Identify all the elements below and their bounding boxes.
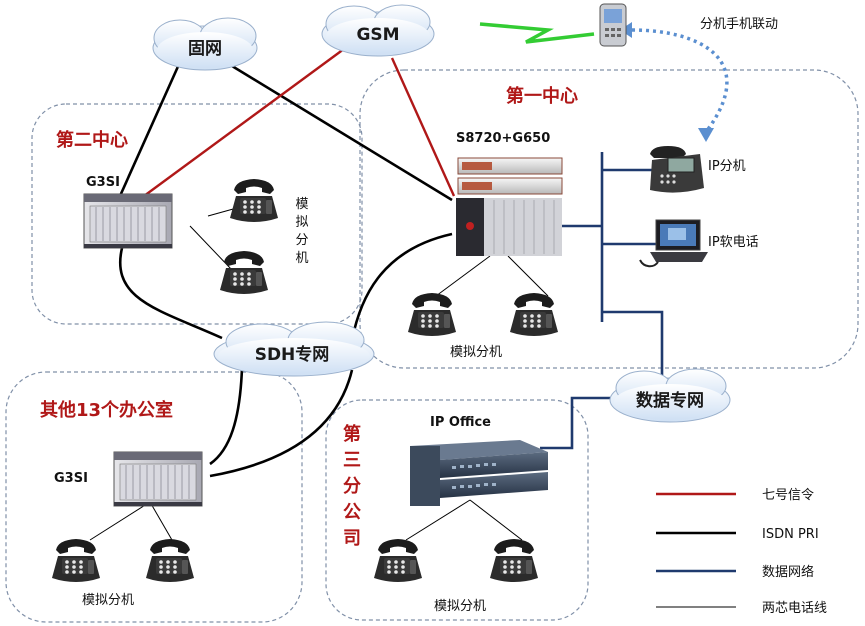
analog-phone-icon: [52, 539, 100, 582]
legend-label-phone-line: 两芯电话线: [762, 601, 827, 616]
isdn-sdh-office2: [209, 369, 354, 478]
region-center1-title: 第一中心: [506, 85, 578, 107]
data-datanet-ipoffice: [540, 396, 616, 450]
isdn-fixed-center1: [231, 64, 453, 202]
legend-label-data: 数据网络: [762, 564, 814, 580]
analog-phone-icon: [408, 293, 456, 336]
cloud-fixed-network: 固网: [152, 17, 258, 71]
legend-label-isdn: ISDN PRI: [762, 527, 819, 542]
pbx-cabinet-icon: [113, 451, 203, 507]
analog-phone-icon: [220, 251, 268, 294]
region-offices-title: 其他13个办公室: [40, 399, 173, 421]
svg-text:分: 分: [343, 476, 361, 497]
isdn-fixed-center2: [118, 61, 182, 197]
center1-switch-label: S8720+G650: [456, 131, 550, 146]
analog-phone-icon: [146, 539, 194, 582]
region-offices: [5, 371, 303, 623]
pbx-cabinet-icon: [83, 193, 173, 249]
ip-phone-label: IP分机: [708, 159, 746, 174]
center2-g3si-label: G3SI: [86, 175, 120, 190]
region-branch3: [325, 399, 589, 621]
media-gateway-icon: [456, 198, 562, 256]
laptop-icon: [639, 219, 708, 268]
analog-center2-label: 模 拟 分 机: [295, 197, 308, 266]
analog-branch-label: 模拟分机: [434, 599, 486, 614]
cloud-gsm-label: GSM: [356, 25, 399, 45]
cloud-data-network: 数据专网: [609, 368, 731, 423]
cloud-sdh-label: SDH专网: [255, 344, 330, 365]
signaling7-links: [143, 45, 456, 197]
cloud-sdh: SDH专网: [213, 321, 375, 377]
cloud-data-network-label: 数据专网: [636, 390, 704, 411]
wireless-signal: [479, 22, 595, 44]
cloud-fixed-network-label: 固网: [188, 39, 222, 59]
svg-text:公: 公: [343, 502, 361, 523]
svg-text:分: 分: [295, 233, 308, 248]
branch-ipoffice-label: IP Office: [430, 415, 491, 430]
analog-center1-label: 模拟分机: [450, 345, 502, 360]
region-center2-title: 第二中心: [56, 129, 128, 151]
svg-text:司: 司: [343, 528, 361, 549]
data-links: [540, 152, 664, 450]
cloud-gsm: GSM: [321, 4, 435, 57]
analog-phone-icon: [490, 539, 538, 582]
data-bus-datanet: [602, 310, 664, 382]
isdn-center1-sdh: [350, 232, 453, 341]
region-center2: [31, 103, 363, 325]
ip-office-icon: [410, 440, 548, 506]
svg-text:模: 模: [295, 197, 308, 212]
svg-text:第: 第: [343, 423, 361, 445]
server-icon: [457, 157, 563, 195]
ip-phone-icon: [650, 146, 704, 193]
mobile-phone-icon: [599, 3, 627, 47]
ss7-gsm-center2: [143, 45, 349, 197]
svg-text:机: 机: [295, 251, 308, 266]
isdn-center2-sdh: [119, 247, 223, 340]
analog-phone-icon: [374, 539, 422, 582]
isdn-sdh-office1: [209, 367, 244, 466]
isdn-links: [118, 61, 453, 478]
offices-g3si-label: G3SI: [54, 471, 88, 486]
ip-softphone-label: IP软电话: [708, 235, 759, 250]
analog-phone-icon: [510, 293, 558, 336]
region-branch3-title: 第 三 分 公 司: [343, 423, 361, 549]
legend: 七号信令 ISDN PRI 数据网络 两芯电话线: [656, 488, 827, 616]
legend-label-signaling7: 七号信令: [762, 488, 814, 503]
svg-text:三: 三: [343, 450, 361, 471]
ss7-gsm-center1: [390, 57, 456, 197]
mobile-link-arrow: [620, 22, 729, 142]
region-center1: [359, 69, 859, 369]
svg-text:拟: 拟: [295, 215, 308, 230]
analog-offices-label: 模拟分机: [82, 593, 134, 608]
mobile-link-label: 分机手机联动: [700, 17, 778, 32]
analog-phone-icon: [230, 179, 278, 222]
